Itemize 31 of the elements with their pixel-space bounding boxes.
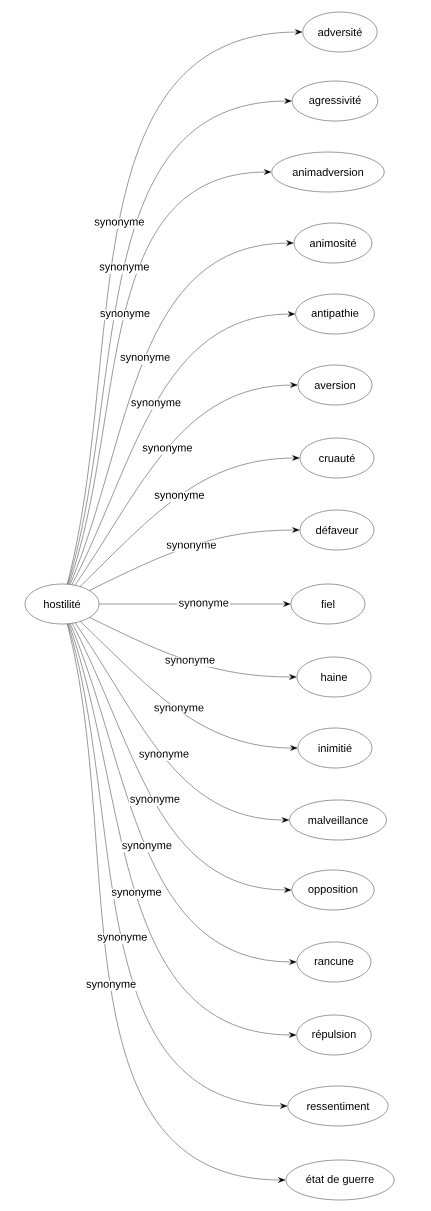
edge-label: synonyme (130, 796, 180, 805)
edge-label: synonyme (120, 354, 170, 364)
arrow (67, 29, 303, 585)
edge-label: synonyme (131, 400, 181, 409)
arrow (80, 621, 298, 751)
arrow (72, 623, 292, 893)
edge-label: synonyme (154, 492, 204, 501)
edge-label: synonyme (86, 981, 136, 990)
edge-label: synonyme (122, 843, 172, 852)
edge-label: synonyme (165, 657, 215, 666)
edge-label: synonyme (179, 600, 229, 609)
arrow (89, 617, 297, 680)
arrow (68, 623, 297, 1038)
edge-label: synonyme (94, 219, 144, 228)
arrow (74, 382, 298, 586)
arrow (68, 169, 272, 585)
edge-label: synonyme (142, 445, 192, 454)
arrow (70, 240, 294, 585)
edge-label: synonyme (97, 934, 147, 943)
arrow (71, 311, 296, 585)
edge-label: synonyme (154, 705, 204, 714)
arrow (67, 98, 292, 585)
arrow (79, 455, 300, 587)
edge-label: synonyme (139, 751, 189, 760)
arrow (89, 527, 300, 591)
edge-label: synonyme (99, 264, 149, 273)
edge-label: synonyme (166, 542, 216, 551)
edge-label: synonyme (111, 889, 162, 898)
edge-label: synonyme (100, 311, 150, 320)
arrow (74, 622, 289, 823)
arrow (70, 623, 297, 965)
